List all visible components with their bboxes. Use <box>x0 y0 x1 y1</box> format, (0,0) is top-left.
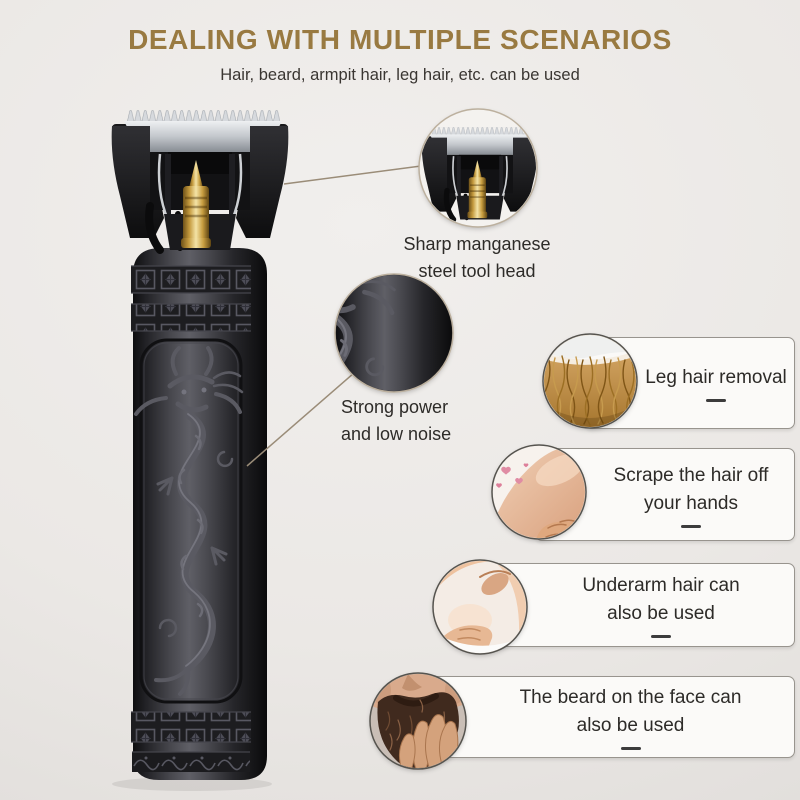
zoom-circle-engraving <box>334 273 454 393</box>
decorative-key-band-upper <box>131 303 251 332</box>
dash-divider <box>681 524 701 528</box>
feature-card-hands: Scrape the hair off your hands <box>535 448 795 541</box>
engraving-panel <box>139 338 243 704</box>
blade-head <box>112 110 289 250</box>
decorative-key-band-bottom <box>131 711 251 743</box>
feature-text-line: also be used <box>576 715 685 736</box>
feature-photo-underarm <box>432 559 528 655</box>
feature-text-line: your hands <box>643 492 738 514</box>
feature-photo-hairy-leg <box>542 333 638 429</box>
dash-divider <box>620 747 641 750</box>
feature-text-line: Leg hair removal <box>645 367 787 388</box>
feature-text-line: Scrape the hair off <box>613 464 769 486</box>
callout-line-power <box>246 372 355 467</box>
feature-text-line: also be used <box>607 603 715 624</box>
zoom-circle-blade-head <box>418 108 538 228</box>
dash-divider <box>706 399 726 402</box>
feature-photo-arm-hand <box>491 444 587 540</box>
trimmer-product-photo <box>112 110 289 791</box>
feature-card-underarm: Underarm hair can also be used <box>476 563 795 647</box>
callout-line-head <box>283 165 422 185</box>
feature-card-beard: The beard on the face can also be used <box>414 676 795 758</box>
decorative-key-band-top <box>131 265 251 294</box>
feature-text-line: Underarm hair can <box>582 575 740 596</box>
decorative-scroll-band <box>132 751 250 772</box>
feature-photo-beard-face <box>369 672 467 770</box>
dash-divider <box>651 635 671 638</box>
feature-text-line: The beard on the face can <box>519 687 742 708</box>
